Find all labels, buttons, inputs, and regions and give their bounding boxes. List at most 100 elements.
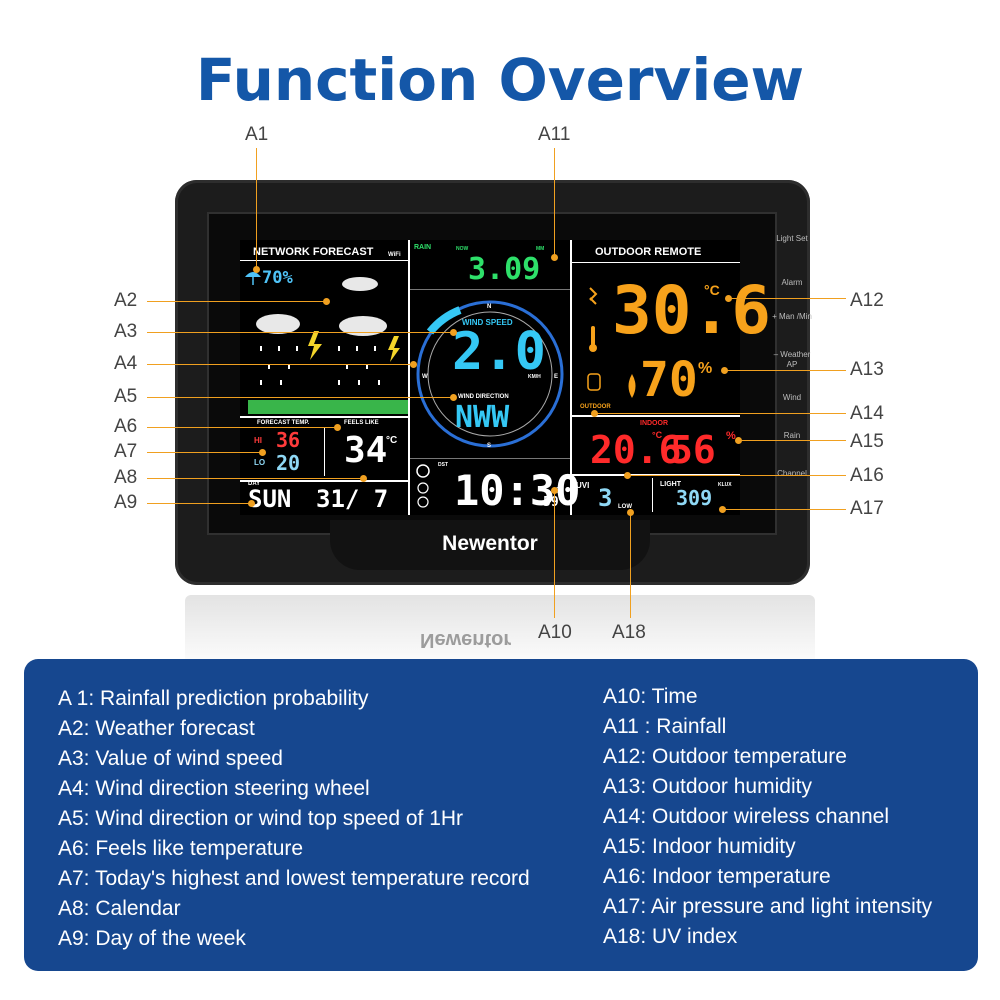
wifi-label: WiFi	[388, 252, 401, 258]
divider	[570, 240, 572, 515]
leader-line	[147, 332, 453, 333]
leader-line	[594, 413, 846, 414]
indoor-hum-unit: %	[726, 430, 736, 442]
legend-item: A8: Calendar	[58, 897, 181, 920]
divider	[324, 428, 325, 476]
leader-line	[256, 148, 257, 270]
page-title: Function Overview	[195, 46, 805, 114]
label-a18: A18	[612, 622, 646, 643]
leader-line	[627, 475, 846, 476]
indoor-label: INDOOR	[640, 420, 668, 427]
legend-item: A3: Value of wind speed	[58, 747, 283, 770]
leader-line	[630, 512, 631, 618]
brand-reflection: Newentor	[420, 629, 512, 651]
label-a9: A9	[114, 492, 138, 513]
outdoor-humidity: 70	[640, 352, 698, 408]
label-a10: A10	[538, 622, 572, 643]
legend-item: A11 : Rainfall	[603, 715, 727, 738]
label-a12: A12	[850, 290, 884, 311]
divider	[410, 289, 570, 290]
calendar-date: 31/ 7	[316, 485, 389, 513]
wind-button[interactable]: Wind	[782, 393, 802, 402]
mm-label: MM	[536, 246, 545, 252]
legend-panel	[24, 659, 978, 971]
label-a17: A17	[850, 498, 884, 519]
legend-item: A13: Outdoor humidity	[603, 775, 812, 798]
forecast-temp-label: FORECAST TEMP.	[257, 420, 310, 426]
rain-probability: 70%	[262, 268, 293, 288]
label-a6: A6	[114, 416, 138, 437]
legend-item: A15: Indoor humidity	[603, 835, 796, 858]
divider	[240, 480, 408, 482]
rainfall-value: 3.09	[468, 252, 541, 287]
label-a15: A15	[850, 431, 884, 452]
legend-item: A6: Feels like temperature	[58, 837, 304, 860]
time-percent: %	[556, 486, 564, 495]
leader-line	[147, 503, 251, 504]
divider	[572, 262, 740, 263]
leader-line	[147, 478, 363, 479]
label-a4: A4	[114, 353, 138, 374]
leader-line	[147, 427, 337, 428]
rain-button[interactable]: Rain	[783, 431, 801, 440]
leader-line	[147, 397, 453, 398]
label-a11: A11	[538, 124, 571, 145]
umbrella-icon	[245, 272, 261, 285]
outdoor-temperature: 30.6	[612, 272, 771, 349]
divider	[240, 416, 408, 418]
max-min-button[interactable]: + Man /Min	[772, 312, 812, 321]
label-a2: A2	[114, 290, 138, 311]
kmh-label: KM/H	[528, 374, 541, 380]
leader-line	[728, 298, 846, 299]
wind-direction-label: WIND DIRECTION	[458, 394, 509, 400]
leader-line	[147, 364, 413, 365]
label-a13: A13	[850, 359, 884, 380]
leader-line	[738, 440, 846, 441]
weather-ap-button[interactable]: – Weather AP	[773, 350, 811, 369]
day-label: DAY	[248, 481, 261, 487]
leader-line	[554, 148, 555, 256]
indoor-temp-unit: °C	[652, 430, 663, 440]
leader-dot	[450, 329, 457, 336]
feels-like-label: FEELS LIKE	[344, 420, 379, 426]
leader-dot	[551, 487, 558, 494]
label-a1: A1	[245, 124, 269, 145]
alarm-button[interactable]: Alarm	[781, 278, 803, 287]
leader-dot	[624, 472, 631, 479]
legend-item: A18: UV index	[603, 925, 738, 948]
time-value: 10:30	[454, 466, 581, 515]
rain-label: RAIN	[414, 244, 432, 251]
light-set-button[interactable]: Light Set	[776, 234, 808, 243]
light-value: 309	[676, 486, 713, 510]
klux-label: KLUX	[718, 482, 732, 488]
uv-level: LOW	[618, 504, 632, 510]
lo-temp: 20	[276, 451, 301, 475]
humidity-icon	[628, 374, 636, 398]
leader-dot	[323, 298, 330, 305]
day-of-week: SUN	[248, 485, 292, 513]
leader-dot	[627, 509, 634, 516]
outdoor-remote-label: OUTDOOR REMOTE	[595, 246, 702, 258]
label-a14: A14	[850, 403, 884, 424]
leader-line	[724, 370, 846, 371]
channel-button[interactable]: Channel	[777, 469, 807, 478]
now-label: NOW	[456, 246, 469, 252]
leader-line	[722, 509, 846, 510]
indoor-humidity: 56	[670, 428, 716, 472]
compass-south: S	[487, 443, 492, 449]
legend-item: A7: Today's highest and lowest temperatu…	[58, 867, 530, 890]
wind-speed-value: 2.0	[452, 322, 546, 382]
uvi-label: UVI	[576, 481, 590, 490]
time-seconds: 59	[543, 495, 559, 510]
wind-direction-value: NWW	[455, 400, 510, 435]
leader-dot	[735, 437, 742, 444]
outdoor-hum-unit: %	[698, 360, 713, 377]
brand-logo: Newentor	[442, 532, 538, 555]
leader-line	[147, 452, 262, 453]
alarm-clock-icon	[416, 464, 430, 508]
leader-line	[554, 490, 555, 618]
legend-item: A10: Time	[603, 685, 698, 708]
light-label: LIGHT	[660, 481, 681, 488]
legend-item: A16: Indoor temperature	[603, 865, 831, 888]
leader-line	[147, 301, 327, 302]
